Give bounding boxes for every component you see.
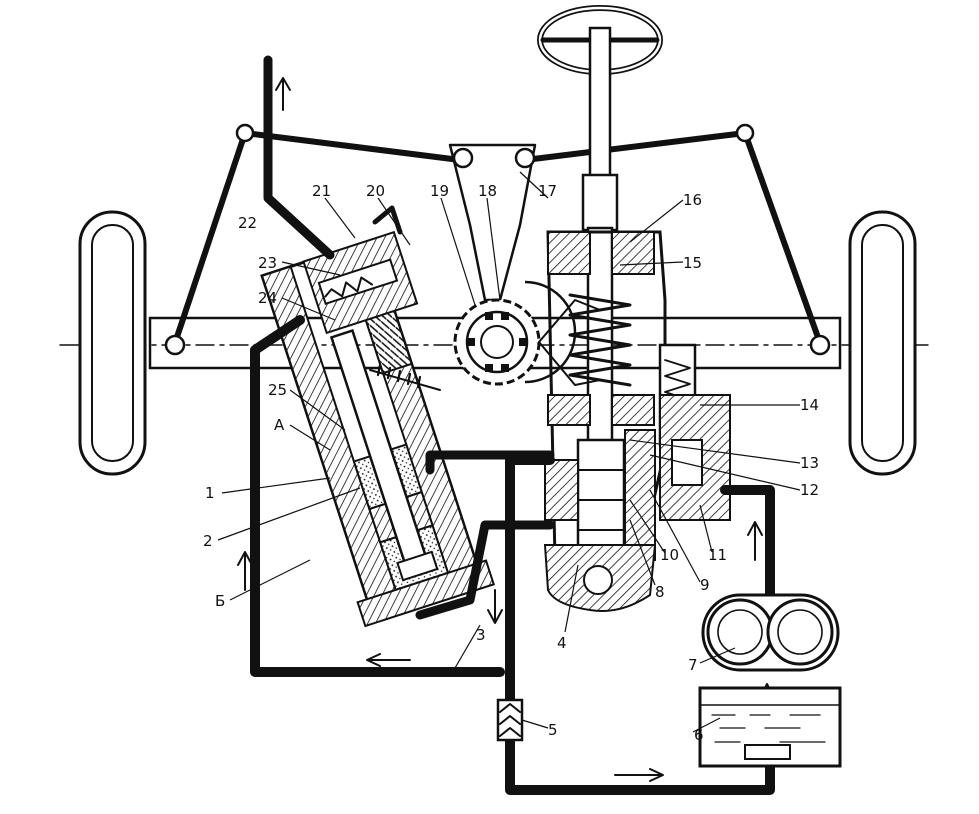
label-18: 18 [478,182,497,200]
label-21: 21 [312,182,331,200]
filter [496,698,524,742]
label-8: 8 [655,583,665,601]
part-labels: 1 2 3 4 5 6 7 8 9 10 11 12 13 14 15 16 1… [203,182,819,744]
label-22: 22 [238,214,257,232]
steering-linkage [164,123,831,356]
leader-lines [217,171,801,733]
label-1: 1 [205,484,215,502]
left-wheel [78,210,147,476]
right-wheel [848,210,917,476]
label-6: 6 [694,726,704,744]
valve-housing [543,230,667,612]
label-16: 16 [683,191,702,209]
label-9: 9 [700,576,710,594]
label-11: 11 [708,546,727,564]
label-A: А [274,416,285,434]
label-17: 17 [538,182,557,200]
label-4: 4 [557,634,567,652]
label-7: 7 [688,656,698,674]
label-10: 10 [660,546,679,564]
label-13: 13 [800,454,819,472]
label-14: 14 [800,396,819,414]
label-15: 15 [683,254,702,272]
label-24: 24 [258,289,277,307]
label-2: 2 [203,532,213,550]
label-23: 23 [258,254,277,272]
label-19: 19 [430,182,449,200]
gear-pump [701,593,840,672]
label-5: 5 [548,721,558,739]
label-3: 3 [476,626,486,644]
oil-tank [698,686,842,768]
feedback-mechanism [302,205,441,391]
sector-gear [453,280,601,386]
label-B: Б [215,592,225,610]
label-20: 20 [366,182,385,200]
label-12: 12 [800,481,819,499]
relief-valve [658,343,731,521]
label-25: 25 [268,381,287,399]
